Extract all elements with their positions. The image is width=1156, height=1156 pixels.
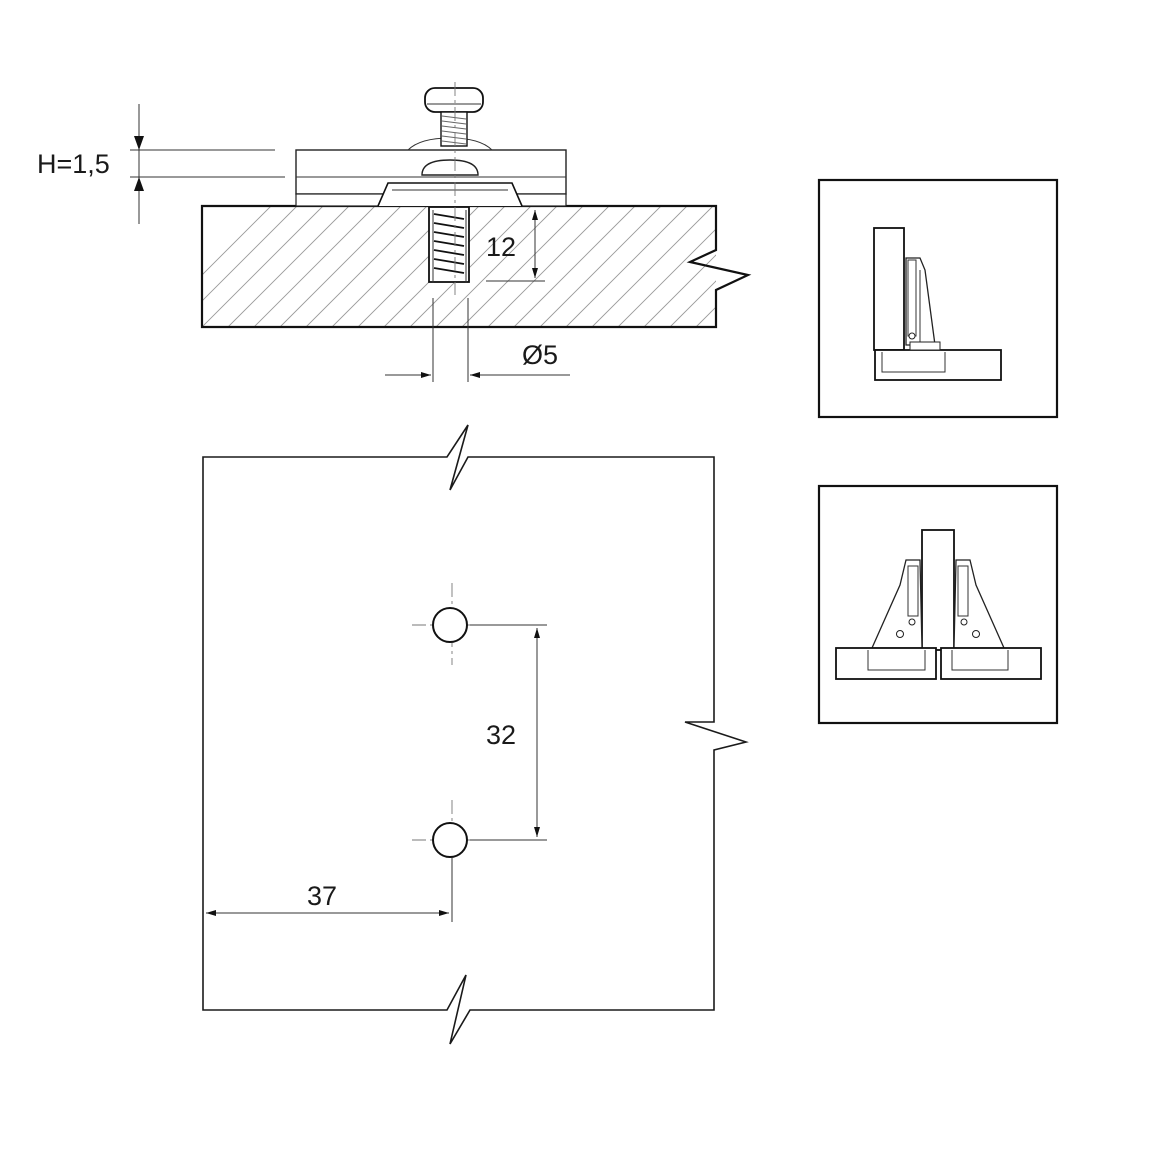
- screw-thread: [433, 213, 465, 274]
- screw-depth-dimension: 12: [486, 210, 545, 282]
- twin-hinge-icon: [817, 484, 1059, 725]
- panel-outline: [202, 424, 749, 1045]
- half-overlay-hinge-icon: [817, 178, 1059, 419]
- edge-distance-dimension: 37: [206, 858, 453, 922]
- plan-view: 32 37: [202, 424, 749, 1045]
- drill-diameter-label: Ø5: [522, 340, 558, 370]
- plate-height-dimension: H=1,5: [37, 104, 285, 224]
- plate-height-label: H=1,5: [37, 149, 110, 179]
- mounting-plate: [295, 137, 567, 207]
- hole-top: [412, 583, 492, 665]
- hole-bottom: [412, 800, 492, 880]
- drill-diameter-dimension: Ø5: [385, 298, 570, 382]
- hole-spacing-label: 32: [486, 720, 516, 750]
- edge-distance-label: 37: [307, 881, 337, 911]
- screw-hole: [428, 206, 470, 283]
- screw-depth-label: 12: [486, 232, 516, 262]
- screw: [424, 87, 484, 147]
- section-view: H=1,5 12 Ø5: [37, 82, 752, 382]
- hole-spacing-dimension: 32: [470, 624, 547, 841]
